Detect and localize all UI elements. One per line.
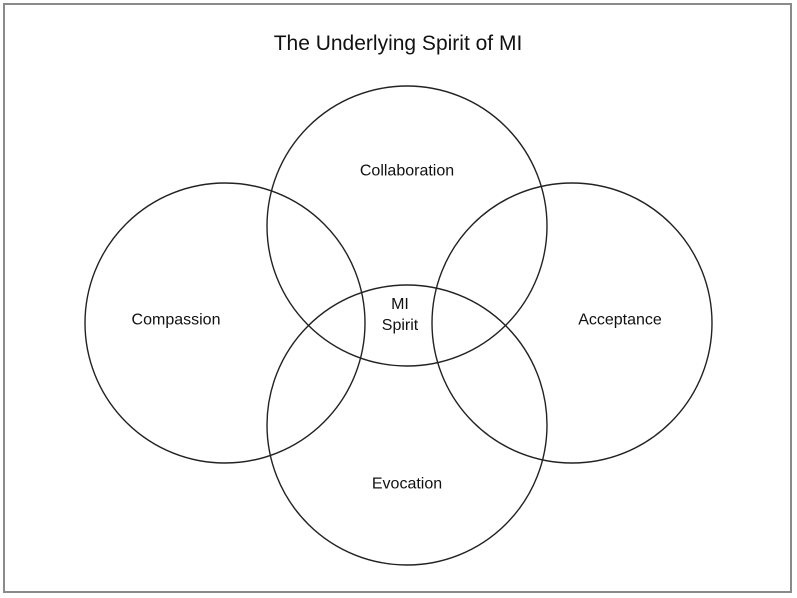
diagram-frame (3, 3, 792, 593)
label-mi: MI (391, 296, 409, 313)
label-spirit: Spirit (381, 317, 419, 334)
circle-acceptance (431, 182, 713, 464)
label-mi-spirit: MI Spirit (382, 294, 418, 336)
label-collaboration: Collaboration (359, 162, 455, 180)
label-evocation: Evocation (371, 475, 443, 493)
circle-collaboration (266, 85, 548, 367)
circle-compassion (84, 182, 366, 464)
label-acceptance: Acceptance (578, 311, 662, 329)
label-compassion: Compassion (131, 311, 221, 329)
diagram-title: The Underlying Spirit of MI (273, 32, 523, 55)
circle-evocation (266, 284, 548, 566)
